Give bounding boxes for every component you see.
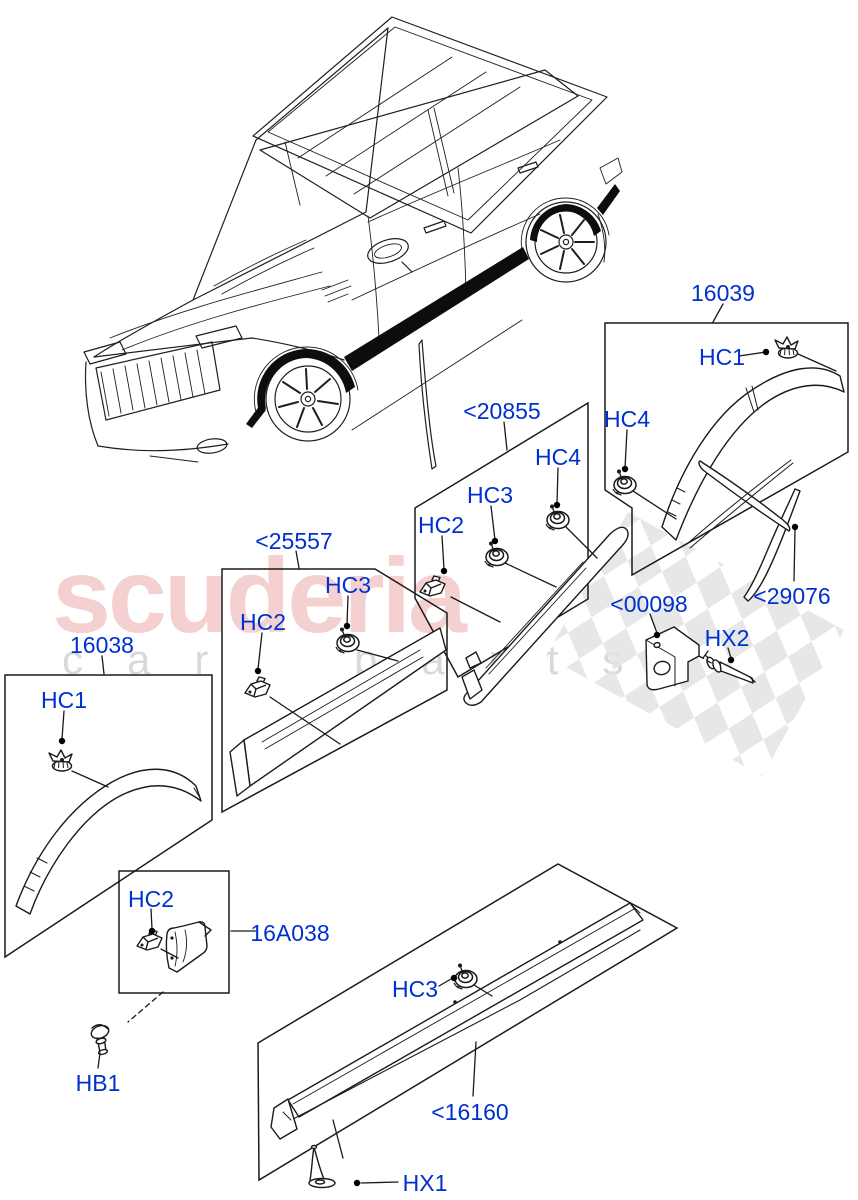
part-rocker-moulding bbox=[270, 902, 644, 1140]
clip-hc3-sill bbox=[335, 626, 360, 654]
part-front-arch-moulding bbox=[15, 768, 202, 915]
part-hb1-rivet bbox=[90, 1024, 110, 1056]
callout-29076[interactable]: <29076 bbox=[753, 583, 831, 609]
callout-16039[interactable]: 16039 bbox=[691, 280, 755, 306]
callout-16038[interactable]: 16038 bbox=[70, 632, 134, 658]
box-16039 bbox=[604, 322, 849, 577]
callout-00098[interactable]: <00098 bbox=[610, 591, 688, 617]
clip-hc1-front bbox=[48, 749, 73, 772]
callout-16160[interactable]: <16160 bbox=[431, 1099, 509, 1125]
clip-hc2-mudflap bbox=[136, 929, 163, 951]
part-mudflap bbox=[165, 921, 212, 973]
callout-hc3-door[interactable]: HC3 bbox=[466, 482, 514, 508]
clip-hc2-door bbox=[419, 575, 446, 597]
box-16160 bbox=[257, 863, 679, 1182]
callout-16A038[interactable]: 16A038 bbox=[250, 920, 330, 946]
parts bbox=[15, 367, 845, 1189]
callout-hb1[interactable]: HB1 bbox=[75, 1070, 121, 1096]
callout-hc4-door[interactable]: HC4 bbox=[534, 444, 582, 470]
car-black-trim bbox=[246, 184, 620, 428]
clip-hc1-rear bbox=[774, 336, 799, 359]
leader-lines bbox=[58, 303, 837, 1187]
clip-hc2-sill bbox=[244, 676, 271, 698]
part-bracket bbox=[645, 626, 700, 691]
part-door-moulding bbox=[463, 526, 629, 706]
callout-hx2[interactable]: HX2 bbox=[704, 625, 750, 651]
part-rear-arch-moulding bbox=[661, 367, 845, 541]
callout-hx1[interactable]: HX1 bbox=[402, 1170, 448, 1196]
callout-hc1-front[interactable]: HC1 bbox=[40, 687, 88, 713]
callout-hc2-door[interactable]: HC2 bbox=[417, 512, 465, 538]
callout-hc1-rear[interactable]: HC1 bbox=[698, 344, 746, 370]
vehicle-sketch bbox=[83, 16, 623, 470]
box-16A038 bbox=[118, 870, 230, 994]
leader-dots bbox=[58, 348, 799, 1187]
callout-25557[interactable]: <25557 bbox=[255, 528, 333, 554]
callout-hc2-sill[interactable]: HC2 bbox=[239, 609, 287, 635]
part-hx1-pin bbox=[308, 1144, 336, 1189]
watermark-brand: scuderia bbox=[52, 537, 467, 655]
callout-hc4-rear[interactable]: HC4 bbox=[603, 406, 651, 432]
callout-hc2-mudflap[interactable]: HC2 bbox=[127, 886, 175, 912]
callout-20855[interactable]: <20855 bbox=[463, 398, 541, 424]
callout-hc3-rocker[interactable]: HC3 bbox=[391, 976, 439, 1002]
part-hx2-rivet bbox=[702, 650, 756, 684]
box-25557 bbox=[221, 568, 448, 814]
clip-hc4-door bbox=[545, 503, 570, 531]
callout-hc3-sill[interactable]: HC3 bbox=[324, 572, 372, 598]
box-16038 bbox=[4, 674, 213, 959]
